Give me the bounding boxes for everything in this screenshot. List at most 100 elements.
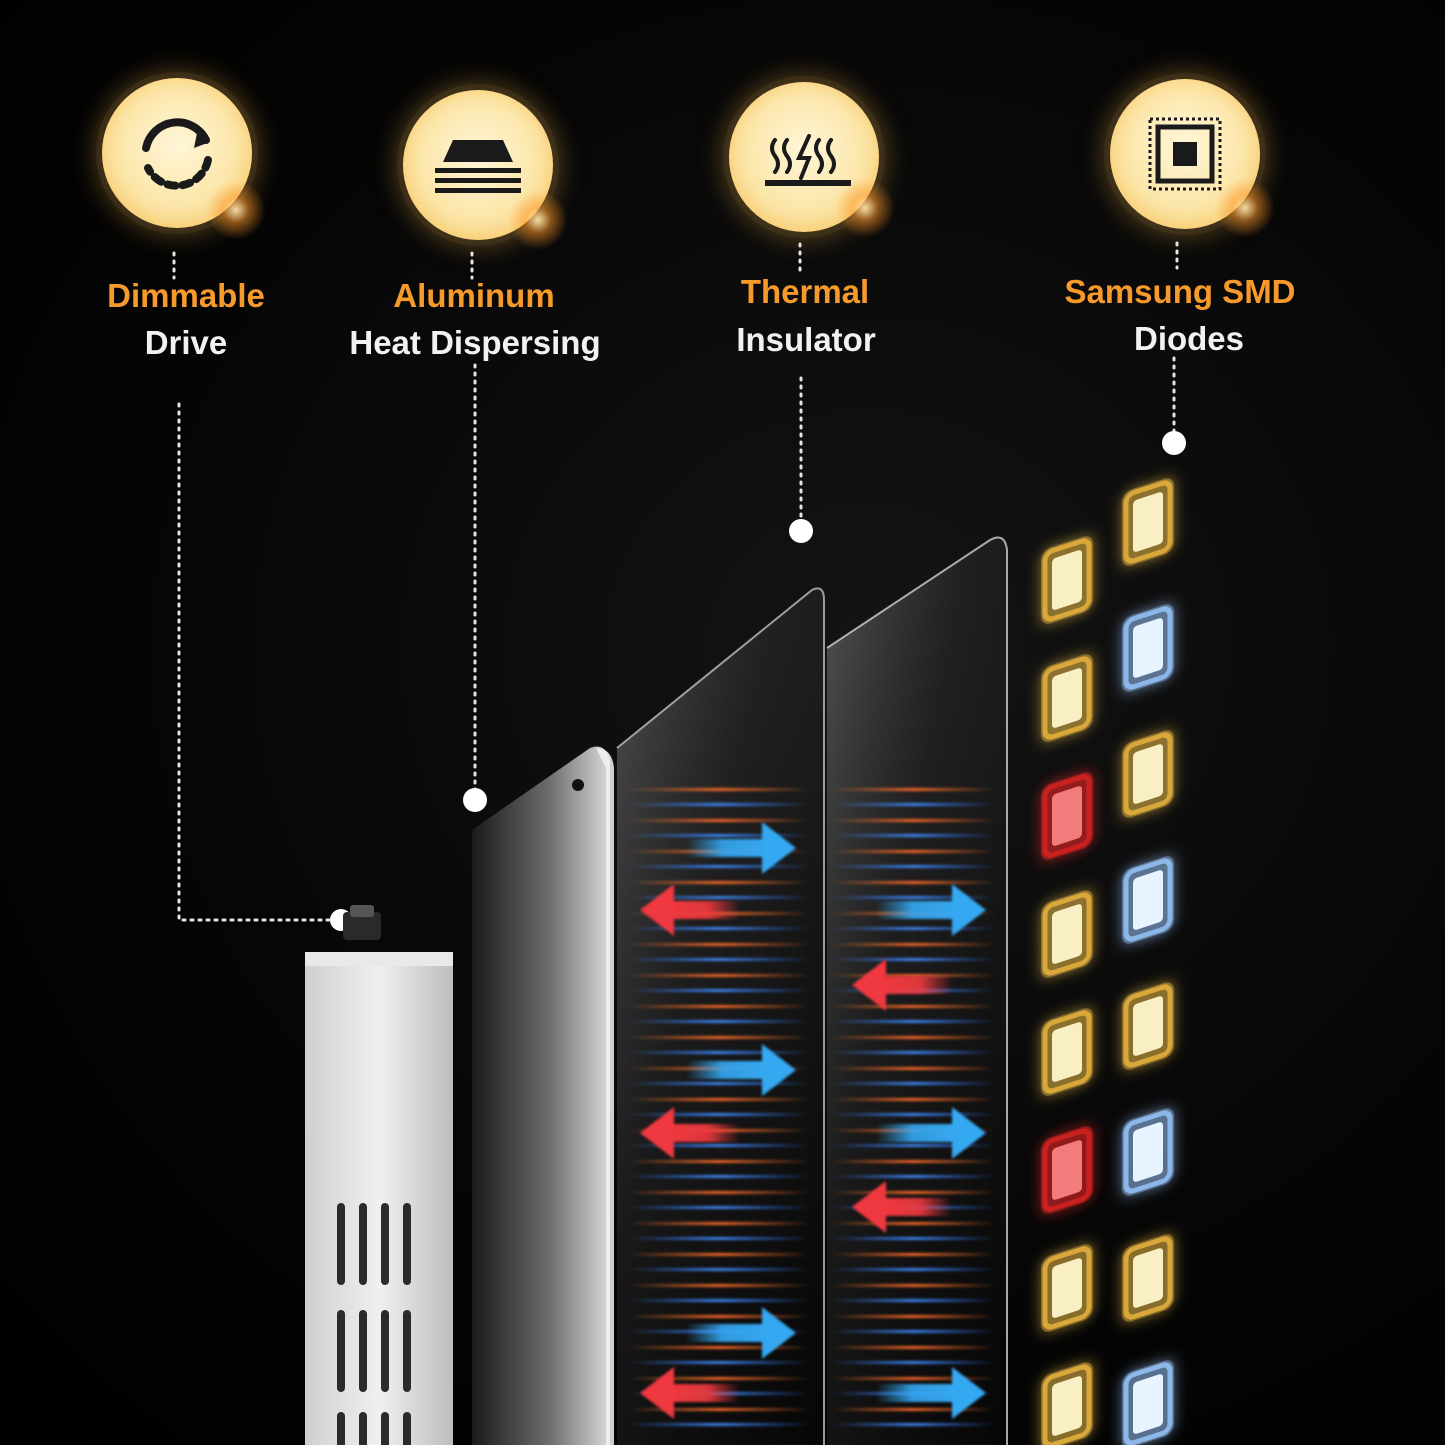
heat-line-warm: [628, 1191, 810, 1194]
heat-line-cool: [628, 1175, 810, 1178]
heat-line-warm: [832, 943, 995, 946]
heat-line-warm: [832, 1036, 995, 1039]
heat-line-warm: [832, 974, 995, 977]
smd-diode-warm: [1041, 1244, 1093, 1332]
arrow-right-blue: [876, 1367, 986, 1419]
arrow-right-blue: [686, 1044, 796, 1096]
heat-line-cool: [628, 1113, 810, 1116]
heat-line-warm: [832, 1222, 995, 1225]
smd-diode-red: [1041, 1126, 1093, 1214]
heat-line-cool: [832, 1361, 995, 1364]
leader-dot-thermal: [789, 519, 813, 543]
arrow-left-red: [852, 959, 952, 1011]
smd-diode-cool: [1122, 1360, 1174, 1445]
heat-line-cool: [832, 1020, 995, 1023]
heat-line-cool: [628, 1268, 810, 1271]
heat-line-cool: [628, 1237, 810, 1240]
smd-diode-warm: [1041, 890, 1093, 978]
arrow-right-blue: [876, 884, 986, 936]
heat-line-cool: [832, 1299, 995, 1302]
heat-line-warm: [832, 881, 995, 884]
smd-diode-cool: [1122, 1108, 1174, 1196]
heat-line-cool: [628, 1423, 810, 1426]
leader-lines: [172, 241, 1179, 922]
feature-title-samsung-smd: Samsung SMD: [1064, 273, 1296, 310]
heat-line-cool: [832, 958, 995, 961]
heat-line-warm: [628, 788, 810, 791]
heat-line-warm: [832, 1191, 995, 1194]
driver-top-edge: [305, 952, 453, 966]
smd-diode-warm: [1122, 982, 1174, 1070]
heat-line-warm: [832, 1005, 995, 1008]
leader-dot-aluminum: [463, 788, 487, 812]
heat-line-cool: [628, 803, 810, 806]
heat-line-cool: [628, 1361, 810, 1364]
heat-line-cool: [628, 927, 810, 930]
heat-line-warm: [832, 1160, 995, 1163]
leader-dot-smd: [1162, 431, 1186, 455]
arrow-right-blue: [686, 822, 796, 874]
aluminum-layers-icon: [435, 140, 521, 193]
smd-diode-warm: [1041, 536, 1093, 624]
arrow-left-red: [852, 1181, 952, 1233]
badge-flare: [508, 190, 568, 250]
heat-line-warm: [832, 819, 995, 822]
heat-line-warm: [628, 1160, 810, 1163]
driver-vents: [337, 1203, 411, 1445]
feature-title-aluminum: Aluminum: [393, 277, 555, 314]
heat-line-warm: [832, 1408, 995, 1411]
heat-line-cool: [628, 989, 810, 992]
heat-line-warm: [628, 1253, 810, 1256]
heat-line-warm: [832, 1315, 995, 1318]
arrow-right-blue: [686, 1307, 796, 1359]
smd-diode-warm: [1122, 730, 1174, 818]
feature-title-dimmable: Dimmable: [107, 277, 265, 314]
smd-diode-array: [1041, 478, 1174, 1445]
heat-line-warm: [628, 943, 810, 946]
heat-line-cool: [832, 1330, 995, 1333]
heat-line-warm: [832, 850, 995, 853]
glass-layer-1: [616, 587, 825, 1445]
smd-diode-warm: [1041, 1362, 1093, 1445]
heat-line-warm: [628, 1284, 810, 1287]
heat-line-warm: [628, 1005, 810, 1008]
feature-subtitle-drive: Drive: [144, 324, 228, 361]
heat-line-cool: [628, 1299, 810, 1302]
badge-flare: [206, 180, 266, 240]
aluminum-plate: [472, 746, 614, 1445]
arrow-left-red: [640, 884, 740, 936]
smd-diode-warm: [1041, 654, 1093, 742]
smd-chip-icon: [1148, 117, 1222, 191]
heat-line-cool: [628, 865, 810, 868]
smd-diode-warm: [1122, 1234, 1174, 1322]
heat-line-cool: [628, 958, 810, 961]
dimmable-badge: [102, 78, 252, 228]
heat-line-cool: [832, 1268, 995, 1271]
smd-diode-cool: [1122, 856, 1174, 944]
heat-line-warm: [628, 881, 810, 884]
heat-line-cool: [628, 1020, 810, 1023]
heat-line-warm: [628, 1408, 810, 1411]
heat-line-warm: [832, 1284, 995, 1287]
heat-line-cool: [628, 1206, 810, 1209]
feature-subtitle-heat-dispersing: Heat Dispersing: [349, 324, 601, 361]
heat-line-cool: [832, 927, 995, 930]
heat-line-cool: [832, 865, 995, 868]
arrow-left-red: [640, 1107, 740, 1159]
heat-line-cool: [832, 1423, 995, 1426]
heat-line-cool: [628, 896, 810, 899]
driver-knob-cap: [350, 905, 374, 917]
heat-line-cool: [832, 834, 995, 837]
heat-line-cool: [628, 1082, 810, 1085]
heat-flow-arrows: [640, 822, 986, 1419]
heat-line-warm: [628, 1346, 810, 1349]
heat-line-cool: [628, 834, 810, 837]
feature-title-thermal: Thermal: [740, 273, 870, 310]
heat-line-warm: [832, 1346, 995, 1349]
feature-subtitle-insulator: Insulator: [736, 321, 876, 358]
heat-line-cool: [832, 1082, 995, 1085]
smd-diode-red: [1041, 772, 1093, 860]
heat-line-warm: [628, 1222, 810, 1225]
heat-line-cool: [832, 1144, 995, 1147]
